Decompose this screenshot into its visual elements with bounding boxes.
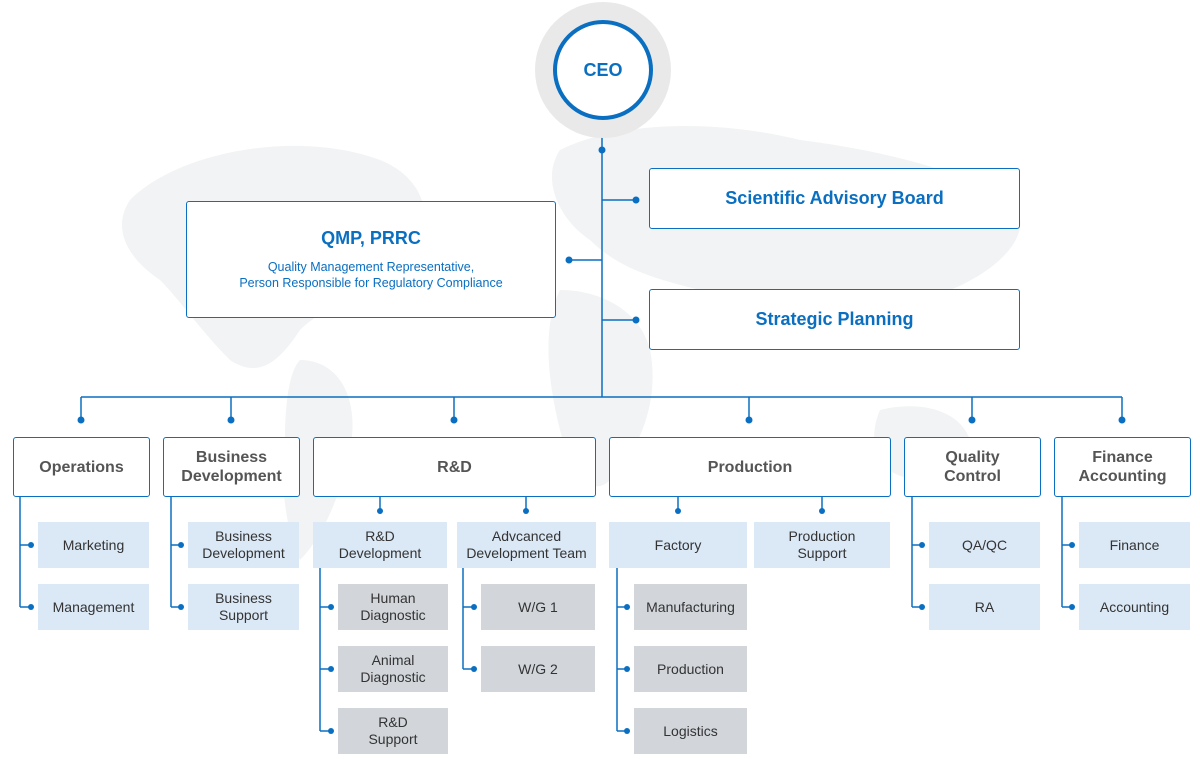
ceo-circle: CEO [553,20,653,120]
unit-logistics: Logistics [634,708,747,754]
unit-business-support-line1: Business [215,590,272,606]
unit-ra: RA [929,584,1040,630]
unit-business-development-line2: Development [202,545,285,561]
qmp-prrc-box: QMP, PRRC Quality Management Representat… [186,201,556,318]
unit-rnd-support-line1: R&D [378,714,408,730]
unit-business-support-line2: Support [218,607,269,623]
group-production-support-line2: Support [797,545,847,561]
unit-production-label: Production [657,660,724,677]
unit-human-diagnostic-line1: Human [370,590,416,606]
dept-finance-accounting-label-line2: Accounting [1078,468,1167,485]
unit-qa-qc: QA/QC [929,522,1040,568]
unit-marketing-label: Marketing [62,536,125,553]
group-advanced-development-team-line1: Advcanced [491,528,562,544]
dept-business-development-label-line2: Development [181,468,282,485]
unit-logistics-label: Logistics [663,722,718,739]
dept-finance-accounting-label-line1: Finance [1092,449,1153,466]
unit-human-diagnostic-line2: Diagnostic [360,607,426,623]
group-production-support-line1: Production [788,528,856,544]
group-factory-label: Factory [654,536,702,553]
scientific-advisory-board-label: Scientific Advisory Board [725,188,944,208]
dept-operations-label: Operations [39,458,124,476]
unit-qa-qc-label: QA/QC [961,536,1008,553]
group-rnd-development-line1: R&D [365,528,395,544]
scientific-advisory-board-box: Scientific Advisory Board [649,168,1020,229]
strategic-planning-label: Strategic Planning [755,309,914,329]
unit-wg-2-label: W/G 2 [518,660,558,677]
dept-production: Production [609,437,891,497]
ceo-node: CEO [535,2,671,138]
unit-production: Production [634,646,747,692]
dept-operations: Operations [13,437,150,497]
unit-management-label: Management [52,598,135,615]
unit-management: Management [38,584,149,630]
dept-quality-control-label-line2: Control [944,468,1001,485]
unit-marketing: Marketing [38,522,149,568]
unit-wg-2: W/G 2 [481,646,595,692]
qmp-prrc-subtitle-line2: Person Responsible for Regulatory Compli… [239,276,503,290]
strategic-planning-box: Strategic Planning [649,289,1020,350]
unit-ra-label: RA [974,598,995,615]
unit-accounting-label: Accounting [1099,598,1170,615]
unit-wg-1: W/G 1 [481,584,595,630]
qmp-prrc-title: QMP, PRRC [321,228,421,248]
unit-manufacturing: Manufacturing [634,584,747,630]
dept-rnd: R&D [313,437,596,497]
unit-wg-1-label: W/G 1 [518,598,558,615]
unit-finance: Finance [1079,522,1190,568]
unit-animal-diagnostic-line1: Animal [371,652,415,668]
unit-accounting: Accounting [1079,584,1190,630]
qmp-prrc-subtitle-line1: Quality Management Representative, [267,260,475,274]
ceo-label: CEO [583,59,623,80]
dept-quality-control-label-line1: Quality [945,449,1000,466]
dept-production-label: Production [707,458,793,476]
unit-finance-label: Finance [1109,536,1160,553]
unit-animal-diagnostic-line2: Diagnostic [360,669,426,685]
unit-manufacturing-label: Manufacturing [646,598,735,615]
group-rnd-development-line2: Development [338,545,422,561]
unit-business-development-line1: Business [215,528,272,544]
group-factory: Factory [609,522,747,568]
group-advanced-development-team-line2: Development Team [466,545,587,561]
dept-rnd-label: R&D [437,458,472,476]
dept-business-development-label-line1: Business [195,449,268,466]
unit-rnd-support-line2: Support [368,731,418,747]
